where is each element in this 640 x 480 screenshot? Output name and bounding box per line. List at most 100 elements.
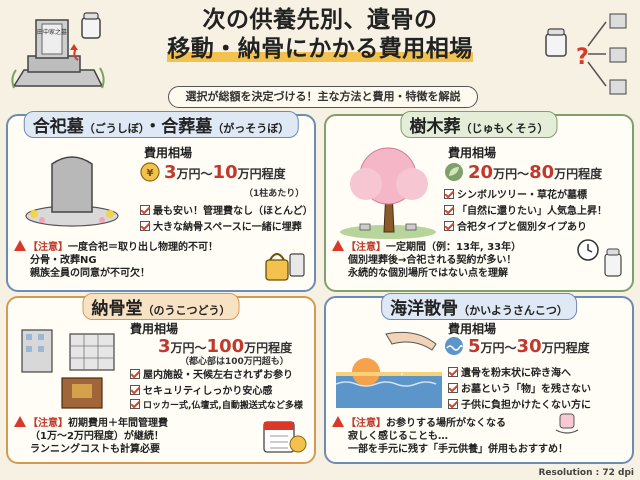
warning-line: 寂しく感じることも… (348, 431, 448, 442)
warning-box: 【注意】一度合祀＝取り出し物理的不可！ 分骨・改葬NG 親族全員の同意が不可欠！ (14, 240, 264, 280)
warning-icon (332, 416, 344, 427)
warning-line: ランニングコストも計算必要 (30, 444, 160, 455)
price-max-unit: 万円程度 (554, 167, 603, 181)
title-text-2: ・合葬墓 (144, 117, 213, 137)
feature-text: 遺骨を粉末状に砕き海へ (461, 368, 571, 379)
cost-label: 費用相場 (130, 322, 179, 336)
leaf-icon (445, 163, 463, 181)
feature-text: お墓という「物」を残さない (461, 384, 591, 395)
feature-text: 屋内施設・天候左右されずお参り (143, 370, 293, 381)
feature-item: 最も安い！管理費なし（ほとんど） (140, 202, 313, 217)
price-min: 3 (158, 336, 171, 357)
feature-text: 大きな納骨スペースに一緒に埋葬 (153, 222, 302, 233)
price-note: （1柱あたり） (244, 189, 305, 199)
warning-icon (14, 240, 26, 251)
resolution-label: Resolution : 72 dpi (538, 468, 634, 478)
title-reading-2: （がっそうぼ） (212, 122, 290, 135)
check-icon (448, 367, 458, 377)
grave-inscription: 田中家之墓 (37, 28, 67, 36)
sea-scattering-illustration (336, 331, 442, 408)
feature-item: 合祀タイプと個別タイプあり (444, 218, 587, 233)
price-max-unit: 万円程度 (237, 167, 286, 181)
locked-urn-icon (265, 253, 305, 281)
price-range: 3万円〜100万円程度 (158, 336, 292, 357)
feature-text: 合祀タイプと個別タイプあり (457, 222, 587, 233)
check-icon (444, 189, 454, 199)
hand-urn-icon (555, 413, 579, 434)
price-min-unit: 万円〜 (480, 341, 517, 355)
feature-item: セキュリティしっかり安心感 (130, 382, 272, 397)
subtitle: 選択が総額を決定づける！主な方法と費用・特徴を解説 (168, 86, 478, 108)
price-note: （都心部は100万円超も） (180, 357, 289, 367)
price-range: 20万円〜80万円程度 (468, 162, 602, 183)
svg-text:¥: ¥ (147, 168, 154, 179)
price-min: 5 (468, 336, 481, 357)
card-title: 合祀墓（ごうしぼ）・合葬墓（がっそうぼ） (23, 111, 299, 138)
warning-line: 一度合祀＝取り出し物理的不可！ (68, 242, 218, 253)
feature-item: お墓という「物」を残さない (448, 380, 591, 395)
warning-line: 個別埋葬後→合祀される契約が多い！ (348, 255, 517, 266)
joint-grave-illustration (25, 156, 119, 227)
ossuary-building-illustration (21, 329, 115, 409)
card-kaiyosankotsu: 海洋散骨（かいようさんこつ） 費用相場 5万円〜30万円程度 遺骨を粉末状に砕き… (324, 293, 634, 464)
check-icon (448, 399, 458, 409)
title-line-2: 移動・納骨にかかる費用相場 (167, 36, 473, 62)
feature-item: 「自然に還りたい」人気急上昇！ (444, 202, 607, 217)
cost-label: 費用相場 (448, 146, 497, 160)
check-icon (444, 205, 454, 215)
clock-icon (577, 239, 599, 261)
feature-item: シンボルツリー・草花が墓標 (444, 186, 587, 201)
cherry-tree-illustration (340, 147, 436, 239)
price-max: 100 (206, 336, 245, 357)
check-icon (130, 369, 140, 379)
price-min-unit: 万円〜 (493, 167, 530, 181)
warning-line: 一定期間（例：13年, 33年） (386, 242, 522, 253)
price-max: 10 (212, 162, 238, 183)
wave-icon (445, 337, 463, 355)
warning-line: 永続的な個別場所ではない点を理解 (348, 268, 508, 279)
card-goushibo: 合祀墓（ごうしぼ）・合葬墓（がっそうぼ） 費用相場 ¥ 3万円〜10万円程度 （… (6, 111, 316, 292)
card-noukotsudo: 納骨堂（のうこつどう） 費用相場 3万円〜100万円程度 （都心部は100万円超… (6, 293, 316, 464)
feature-text: 「自然に還りたい」人気急上昇！ (457, 206, 607, 217)
feature-text: 子供に負担かけたくない方に (461, 400, 591, 411)
cost-label: 費用相場 (448, 322, 497, 336)
title-reading: （じゅもくそう） (460, 122, 549, 135)
check-icon (448, 383, 458, 393)
title-text: 海洋散骨 (390, 299, 459, 319)
card-jumokuso: 樹木葬（じゅもくそう） 費用相場 20万円〜80万円程度 シンボルツリー・草花が… (324, 111, 634, 292)
warning-box: 【注意】一定期間（例：13年, 33年） 個別埋葬後→合祀される契約が多い！ 永… (332, 240, 572, 280)
title-reading: （かいようさんこつ） (458, 304, 568, 317)
feature-item: 大きな納骨スペースに一緒に埋葬 (140, 218, 302, 233)
price-range: 5万円〜30万円程度 (468, 336, 590, 357)
warning-box: 【注意】お参りする場所がなくなる 寂しく感じることも… 一部を手元に残す「手元供… (332, 416, 632, 456)
cost-label: 費用相場 (144, 146, 193, 160)
check-icon (130, 385, 140, 395)
warning-line: お参りする場所がなくなる (386, 418, 506, 429)
feature-text: シンボルツリー・草花が墓標 (457, 190, 587, 201)
price-max: 30 (516, 336, 542, 357)
card-title: 海洋散骨（かいようさんこつ） (381, 293, 577, 320)
warning-icon (332, 240, 344, 251)
price-max: 80 (529, 162, 555, 183)
price-min-unit: 万円〜 (176, 167, 213, 181)
feature-item: 遺骨を粉末状に砕き海へ (448, 364, 571, 379)
check-icon (140, 221, 150, 231)
check-icon (140, 205, 150, 215)
feature-item: 子供に負担かけたくない方に (448, 396, 591, 411)
warning-line: 親族全員の同意が不可欠！ (30, 268, 150, 279)
calendar-icon (263, 421, 307, 453)
feature-text: 最も安い！管理費なし（ほとんど） (153, 206, 313, 217)
title-reading: （ごうしぼ） (83, 122, 145, 135)
grave-urn-illustration: 田中家之墓 (11, 12, 105, 89)
price-min-unit: 万円〜 (170, 341, 207, 355)
check-icon (444, 221, 454, 231)
urn-icon (604, 248, 622, 277)
price-max-unit: 万円程度 (244, 341, 293, 355)
price-max-unit: 万円程度 (541, 341, 590, 355)
price-min: 3 (164, 162, 177, 183)
warning-line: 分骨・改葬NG (30, 255, 97, 266)
feature-text: セキュリティしっかり安心感 (143, 386, 273, 397)
card-title: 樹木葬（じゅもくそう） (400, 111, 558, 138)
warning-icon (14, 416, 26, 427)
warning-line: 初期費用＋年間管理費 (68, 418, 168, 429)
